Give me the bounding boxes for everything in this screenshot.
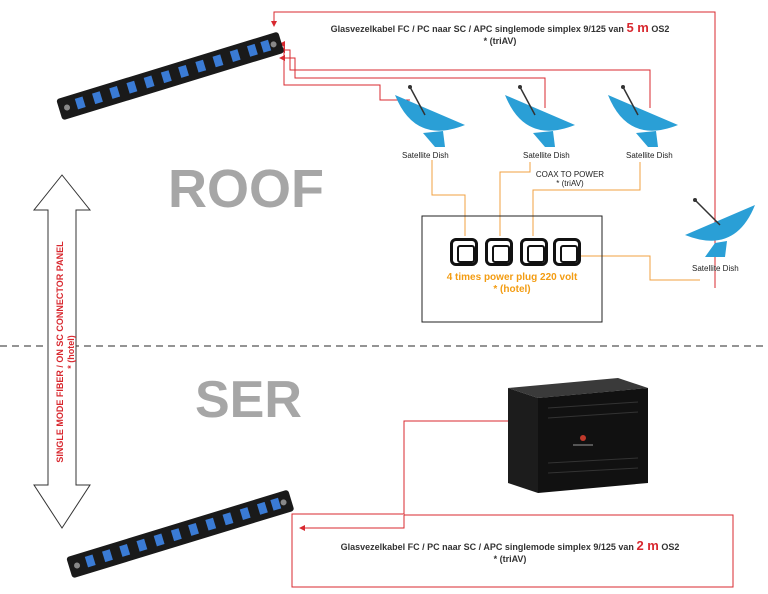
power-plug-icon bbox=[553, 238, 581, 266]
double-arrow bbox=[32, 174, 92, 529]
vertical-fiber-label: SINGLE MODE FIBER / ON SC CONNECTOR PANE… bbox=[55, 202, 77, 502]
top-cable-prefix: Glasvezelkabel FC / PC naar SC / APC sin… bbox=[330, 24, 624, 34]
dish-label-2: Satellite Dish bbox=[523, 151, 570, 160]
coax-line-4 bbox=[580, 255, 700, 281]
roof-label: ROOF bbox=[168, 159, 324, 219]
power-plug-icon bbox=[485, 238, 513, 266]
coax-line-1 bbox=[431, 160, 466, 236]
bottom-cable-length: 2 m bbox=[636, 538, 659, 553]
fiber-line-dish-2 bbox=[279, 55, 546, 108]
top-cable-note: * (triAV) bbox=[483, 36, 517, 46]
power-label: 4 times power plug 220 volt * (hotel) bbox=[432, 272, 592, 296]
patch-panel-top bbox=[56, 32, 284, 120]
power-plug-icon bbox=[520, 238, 548, 266]
fiber-line-far-dish bbox=[271, 11, 716, 288]
coax-label-line1: COAX TO POWER bbox=[535, 170, 605, 179]
coax-label: COAX TO POWER * (triAV) bbox=[520, 170, 620, 188]
satellite-dish-icon bbox=[685, 198, 755, 257]
coax-line-2 bbox=[499, 162, 531, 236]
satellite-dish-icon bbox=[608, 85, 678, 147]
coax-line-3 bbox=[532, 162, 641, 236]
fiber-line-dish-1 bbox=[279, 41, 410, 101]
fiber-line-dish-3 bbox=[279, 47, 651, 108]
top-cable-caption: Glasvezelkabel FC / PC naar SC / APC sin… bbox=[290, 20, 710, 47]
vertical-label-line2: * (hotel) bbox=[66, 335, 76, 369]
dish-label-1: Satellite Dish bbox=[402, 151, 449, 160]
power-label-line2: * (hotel) bbox=[493, 284, 531, 295]
bottom-cable-suffix: OS2 bbox=[661, 542, 680, 552]
fiber-line-bottom bbox=[291, 420, 734, 588]
satellite-dish-icon bbox=[395, 85, 465, 147]
coax-label-line2: * (triAV) bbox=[556, 179, 584, 188]
bottom-cable-note: * (triAV) bbox=[493, 554, 527, 564]
bottom-cable-caption: Glasvezelkabel FC / PC naar SC / APC sin… bbox=[300, 538, 720, 565]
ser-label: SER bbox=[195, 371, 302, 429]
top-cable-suffix: OS2 bbox=[651, 24, 670, 34]
power-label-line1: 4 times power plug 220 volt bbox=[446, 272, 578, 283]
satellite-dish-icon bbox=[505, 85, 575, 147]
bottom-cable-prefix: Glasvezelkabel FC / PC naar SC / APC sin… bbox=[340, 542, 634, 552]
fiber-line-to-panel bbox=[299, 515, 405, 531]
patch-panel-bottom bbox=[66, 490, 294, 578]
power-plug-icon bbox=[450, 238, 478, 266]
power-box bbox=[421, 215, 603, 323]
top-cable-length: 5 m bbox=[626, 20, 649, 35]
dish-label-4: Satellite Dish bbox=[692, 264, 739, 273]
vertical-label-line1: SINGLE MODE FIBER / ON SC CONNECTOR PANE… bbox=[55, 241, 65, 463]
server-device-icon bbox=[508, 378, 648, 493]
dish-label-3: Satellite Dish bbox=[626, 151, 673, 160]
